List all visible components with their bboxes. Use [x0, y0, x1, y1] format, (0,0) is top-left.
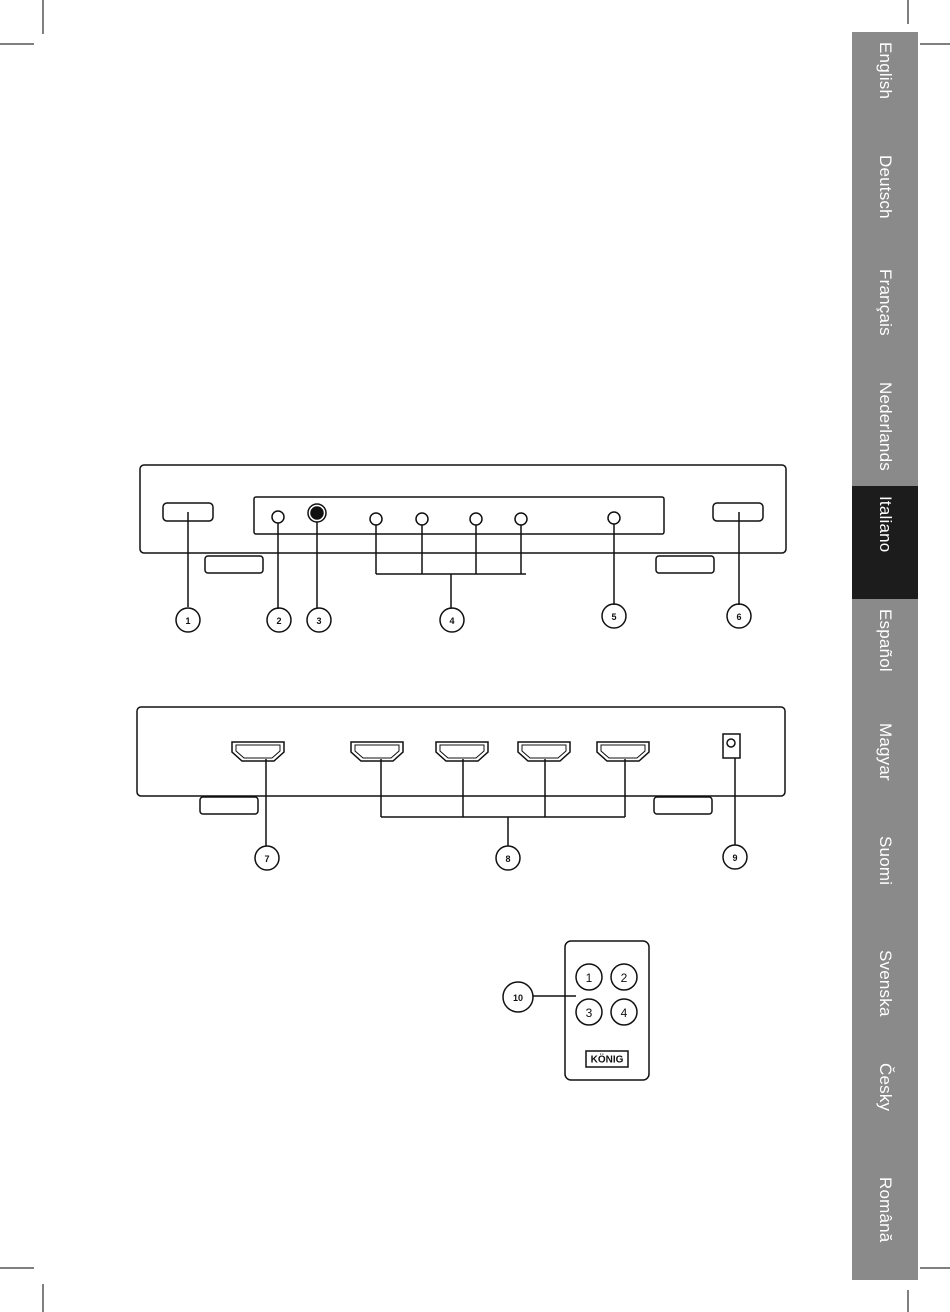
input-led-4 — [515, 513, 527, 525]
tab-italiano[interactable]: Italiano — [852, 486, 918, 599]
tab-nederlands[interactable]: Nederlands — [852, 372, 918, 485]
callout-label-10: 10 — [513, 993, 523, 1003]
tab-label: Italiano — [875, 496, 895, 552]
tab-svenska[interactable]: Svenska — [852, 940, 918, 1053]
foot-right-back — [654, 797, 712, 814]
callout-label-9: 9 — [732, 853, 737, 863]
back-panel-body — [137, 707, 785, 796]
select-button-center — [311, 507, 323, 519]
tab-label: Nederlands — [875, 382, 895, 471]
tab-label: Suomi — [875, 836, 895, 885]
back-panel — [137, 707, 785, 814]
foot-right — [656, 556, 714, 573]
back-leader-lines — [266, 758, 735, 846]
tab-magyar[interactable]: Magyar — [852, 713, 918, 826]
output-led — [608, 512, 620, 524]
callout-label-3: 3 — [316, 616, 321, 626]
remote-brand-logo: KÖNIG — [591, 1053, 624, 1066]
tab-espanol[interactable]: Español — [852, 599, 918, 712]
foot-left-back — [200, 797, 258, 814]
tab-cesky[interactable]: Česky — [852, 1053, 918, 1166]
tab-label: Česky — [875, 1063, 895, 1111]
tab-label: Română — [875, 1177, 895, 1242]
language-tabs: English Deutsch Français Nederlands Ital… — [852, 32, 918, 1280]
front-panel — [140, 465, 786, 573]
callout-label-7: 7 — [264, 854, 269, 864]
remote-button-1-label: 1 — [586, 971, 593, 985]
tab-label: Magyar — [875, 723, 895, 781]
input-led-2 — [416, 513, 428, 525]
dc-power-jack — [723, 734, 740, 758]
remote-button-3-label: 3 — [586, 1006, 593, 1020]
dc-power-jack-pin — [727, 739, 735, 747]
tab-label: Español — [875, 609, 895, 672]
callout-label-8: 8 — [505, 854, 510, 864]
tab-english[interactable]: English — [852, 32, 918, 145]
callout-label-2: 2 — [276, 616, 281, 626]
tab-label: Svenska — [875, 950, 895, 1017]
callout-label-5: 5 — [611, 612, 616, 622]
input-led-1 — [370, 513, 382, 525]
tab-deutsch[interactable]: Deutsch — [852, 145, 918, 258]
callout-label-6: 6 — [736, 612, 741, 622]
callout-label-4: 4 — [449, 616, 454, 626]
tab-label: Deutsch — [875, 155, 895, 219]
tab-romana[interactable]: Română — [852, 1167, 918, 1280]
remote-button-2-label: 2 — [621, 971, 628, 985]
remote-button-4-label: 4 — [621, 1006, 628, 1020]
input-led-3 — [470, 513, 482, 525]
power-led — [272, 511, 284, 523]
foot-left — [205, 556, 263, 573]
tab-suomi[interactable]: Suomi — [852, 826, 918, 939]
tab-label: English — [875, 42, 895, 99]
tab-francais[interactable]: Français — [852, 259, 918, 372]
callout-label-1: 1 — [185, 616, 190, 626]
ir-window-right — [713, 503, 763, 521]
front-panel-body — [140, 465, 786, 553]
tab-label: Français — [875, 269, 895, 336]
